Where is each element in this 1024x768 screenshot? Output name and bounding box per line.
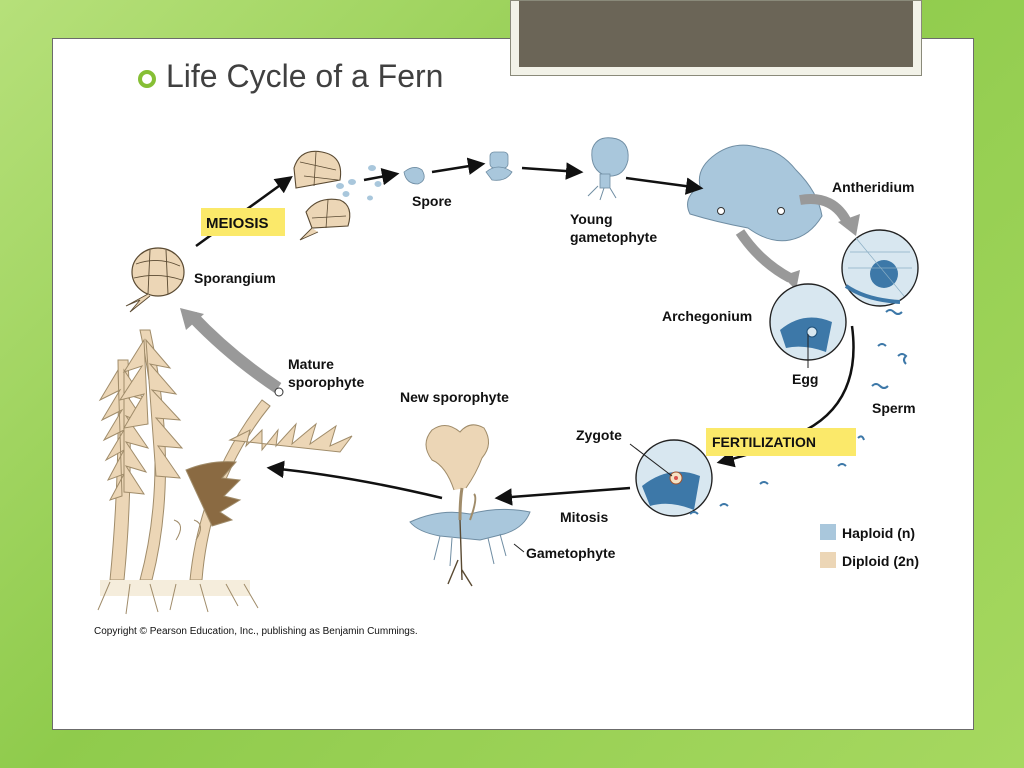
label-mature-sporophyte-line1: Mature <box>288 356 334 372</box>
slide-panel <box>52 38 974 730</box>
antheridium-pointer-dot <box>777 207 785 215</box>
label-sporangium: Sporangium <box>194 270 276 286</box>
label-meiosis: MEIOSIS <box>206 215 269 232</box>
label-fertilization: FERTILIZATION <box>712 434 816 450</box>
label-gametophyte: Gametophyte <box>526 545 616 561</box>
label-egg: Egg <box>792 371 818 387</box>
slide-title: Life Cycle of a Fern <box>166 58 444 94</box>
legend-haploid-label: Haploid (n) <box>842 525 915 541</box>
label-archegonium: Archegonium <box>662 308 752 324</box>
label-zygote: Zygote <box>576 427 622 443</box>
fertilization-highlight <box>706 428 856 456</box>
mature-sporophyte-pointer-dot <box>274 387 284 397</box>
legend-haploid-swatch <box>820 524 836 540</box>
archegonium-illustration <box>769 283 847 368</box>
label-young-gametophyte-line1: Young <box>570 211 613 227</box>
label-sperm: Sperm <box>872 400 916 416</box>
antheridium-illustration <box>841 229 919 307</box>
grey-arrow-to-archegonium <box>735 229 793 283</box>
legend-diploid-swatch <box>820 552 836 568</box>
archegonium-pointer-dot <box>717 207 725 215</box>
germinating-spore-illustration <box>485 151 513 181</box>
label-antheridium: Antheridium <box>832 179 914 195</box>
bullet-icon <box>138 70 156 88</box>
label-mature-sporophyte-line2: sporophyte <box>288 374 364 390</box>
label-spore: Spore <box>412 193 452 209</box>
label-young-gametophyte-line2: gametophyte <box>570 229 657 245</box>
meiosis-highlight <box>201 208 285 236</box>
young-gametophyte-illustration <box>587 137 629 201</box>
sporangium-closed-illustration <box>125 247 185 313</box>
title-placeholder-box <box>510 0 922 76</box>
heart-gametophyte-illustration <box>687 144 823 242</box>
mature-fern-illustration <box>97 329 353 615</box>
spore-illustration <box>403 167 425 185</box>
sperm-illustration <box>689 309 908 515</box>
legend-diploid-label: Diploid (2n) <box>842 553 919 569</box>
label-new-sporophyte: New sporophyte <box>400 389 509 405</box>
sporangium-opening-illustration <box>293 150 382 241</box>
grey-arrow-to-sporangium <box>187 311 282 393</box>
zygote-illustration <box>629 439 713 517</box>
copyright-text: Copyright © Pearson Education, Inc., pub… <box>94 626 418 637</box>
label-mitosis: Mitosis <box>560 509 608 525</box>
new-sporophyte-illustration <box>409 424 531 587</box>
title-placeholder-fill <box>519 1 913 67</box>
